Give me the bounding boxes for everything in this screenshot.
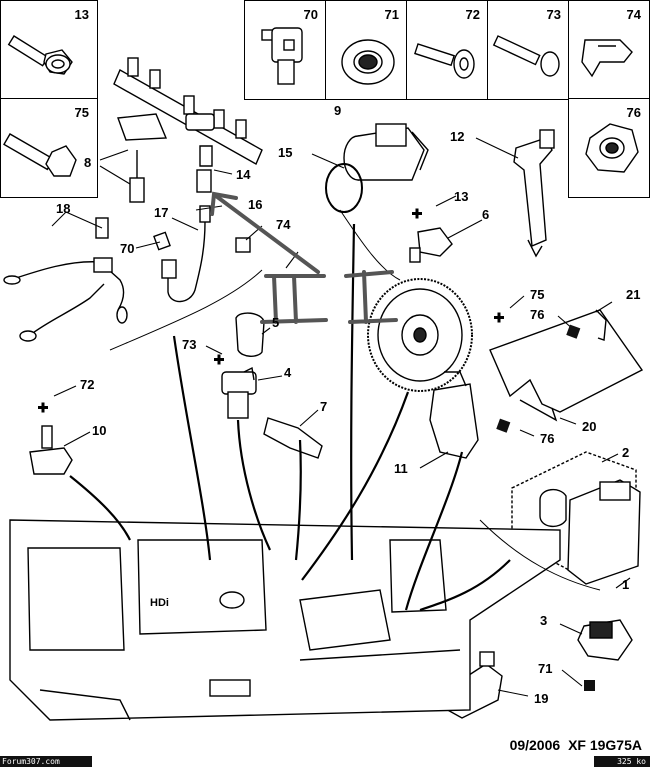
relay-3-icon (577, 619, 633, 661)
position-sensor-11-icon (429, 371, 479, 459)
callout-7: 7 (320, 399, 328, 414)
callout-16: 16 (248, 197, 263, 212)
callout-3: 3 (540, 613, 548, 628)
callout-9: 9 (334, 103, 342, 118)
bolt-13-icon (7, 35, 73, 75)
annotation-mark-ii (260, 274, 328, 324)
svg-text:HDi: HDi (150, 597, 169, 609)
callout-20: 20 (582, 419, 597, 434)
clip-70-icon (153, 231, 171, 251)
screw-72-icon (414, 43, 475, 79)
connection-lines (69, 223, 511, 612)
callout-12: 12 (450, 129, 465, 144)
callout-2: 2 (622, 445, 630, 460)
callout-18: 18 (56, 201, 71, 216)
seal-15-icon (325, 163, 363, 213)
callout-1: 1 (622, 577, 630, 592)
callout-21: 21 (626, 287, 641, 302)
pressure-sensor-icon (161, 169, 212, 303)
callout-11: 11 (394, 461, 408, 476)
part-box-76-number: 76 (626, 105, 641, 120)
flywheel-icon (367, 278, 473, 392)
sensor-4-icon (221, 366, 257, 419)
sensor-5-icon (235, 312, 265, 357)
annotation-mark-i (344, 270, 398, 324)
clip-74-small-icon (235, 237, 251, 253)
callout-76-top: 76 (530, 307, 545, 322)
callout-70: 70 (120, 241, 135, 256)
callout-73: 73 (182, 337, 197, 352)
callout-71: 71 (538, 661, 553, 676)
part-box-71-number: 71 (384, 7, 399, 22)
engine-bay-icon: HDi (9, 519, 561, 721)
callout-75: 75 (530, 287, 545, 302)
part-box-13-number: 13 (74, 7, 89, 22)
plus-markers (38, 208, 504, 413)
callout-5: 5 (272, 315, 280, 330)
callout-14: 14 (236, 167, 251, 182)
annotation-arrow (214, 194, 320, 274)
callout-4: 4 (284, 365, 292, 380)
callout-76-bottom: 76 (540, 431, 555, 446)
callout-10: 10 (92, 423, 107, 438)
bolt-75-icon (3, 133, 77, 177)
clip-74-icon (581, 39, 633, 78)
callout-19: 19 (534, 691, 549, 706)
callout-6: 6 (482, 207, 490, 222)
callout-17: 17 (154, 205, 169, 220)
sensor-7-icon (263, 417, 323, 459)
ecu-bracket-icon (489, 309, 644, 422)
diagram-code: XF 19G75A (568, 737, 642, 753)
fuel-rail-icon (113, 57, 263, 167)
injector-12-icon (513, 129, 555, 258)
annotation-arrowhead (210, 191, 238, 216)
nut-76-icon (585, 123, 639, 173)
diagram-reference: 09/2006 XF 19G75A (506, 737, 642, 753)
square-markers (496, 324, 595, 691)
part-box-70-number: 70 (303, 7, 318, 22)
callout-15: 15 (278, 145, 293, 160)
connector-8-icon (129, 150, 145, 203)
part-box-74-number: 74 (626, 7, 641, 22)
air-flow-meter-icon (343, 123, 429, 181)
sensor-6-icon (409, 227, 453, 263)
callout-13: 13 (454, 189, 469, 204)
connector-70-icon (261, 27, 303, 85)
diagram-date: 09/2006 (509, 737, 561, 753)
callout-72: 72 (80, 377, 95, 392)
annotation-overlay (210, 191, 398, 324)
seal-71-icon (341, 39, 395, 85)
sweep-arcs (109, 209, 601, 591)
part-box-73-number: 73 (546, 7, 561, 22)
part-box-72-number: 72 (465, 7, 480, 22)
sensor-10-icon (29, 425, 73, 475)
callout-74: 74 (276, 217, 291, 232)
wiring-harness-18-icon (3, 217, 128, 342)
site-watermark: Forum307.com (0, 756, 92, 767)
callout-8: 8 (84, 155, 92, 170)
screw-73-icon (492, 35, 560, 77)
part-box-75-number: 75 (74, 105, 89, 120)
file-size-badge: 325 ko (594, 756, 650, 767)
